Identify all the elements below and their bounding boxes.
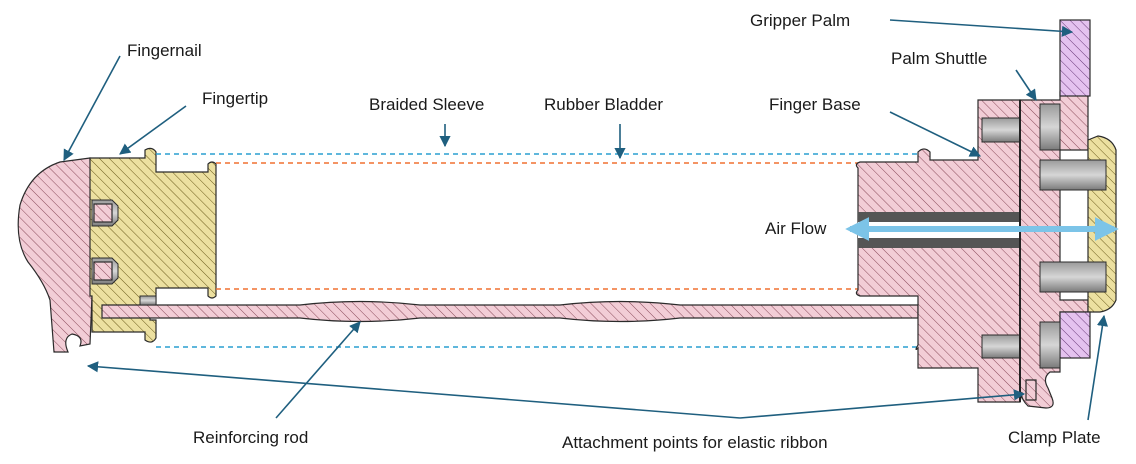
palm-bolt-lower xyxy=(1039,321,1061,369)
rubber-bladder-label: Rubber Bladder xyxy=(544,95,663,114)
clamp-bolt-upper xyxy=(1039,159,1107,191)
rod-end-bracket xyxy=(139,295,157,306)
clamp-plate-label: Clamp Plate xyxy=(1008,428,1101,447)
fingertip-part xyxy=(89,147,217,343)
attachment-leader-right xyxy=(739,389,1026,419)
reinforcing-rod-label: Reinforcing rod xyxy=(193,428,308,447)
palm-shuttle-hook xyxy=(1025,379,1037,401)
fingernail-part xyxy=(17,157,93,353)
attachment-leader-left xyxy=(86,361,741,419)
palm-shuttle-label: Palm Shuttle xyxy=(891,49,987,68)
reinforcing-rod-leader xyxy=(275,321,361,419)
fingernail-leader xyxy=(63,55,121,161)
gripper-palm-label: Gripper Palm xyxy=(750,11,850,30)
fingertip-notch-upper-inner xyxy=(93,203,113,223)
palm-bolt-upper xyxy=(1039,103,1061,151)
finger-base-label: Finger Base xyxy=(769,95,861,114)
reinforcing-rod-part xyxy=(101,300,919,323)
attachment-points-label: Attachment points for elastic ribbon xyxy=(562,433,828,452)
air-channel-lower xyxy=(858,238,1024,248)
clamp-plate-leader xyxy=(1087,314,1109,421)
gripper-palm-leader xyxy=(889,19,1074,37)
gripper-palm-lower xyxy=(1059,311,1091,359)
fingertip-notch-lower-inner xyxy=(93,261,113,281)
air-flow-label: Air Flow xyxy=(765,219,827,238)
finger-base-part xyxy=(855,99,1021,403)
fingernail-label: Fingernail xyxy=(127,41,202,60)
finger-base-leader xyxy=(889,111,982,157)
palm-shuttle-leader xyxy=(1015,69,1037,101)
braided-sleeve-label: Braided Sleeve xyxy=(369,95,484,114)
fingertip-leader xyxy=(119,105,187,155)
clamp-bolt-lower xyxy=(1039,261,1107,293)
air-channel-upper xyxy=(858,212,1024,222)
fingertip-label: Fingertip xyxy=(202,89,268,108)
